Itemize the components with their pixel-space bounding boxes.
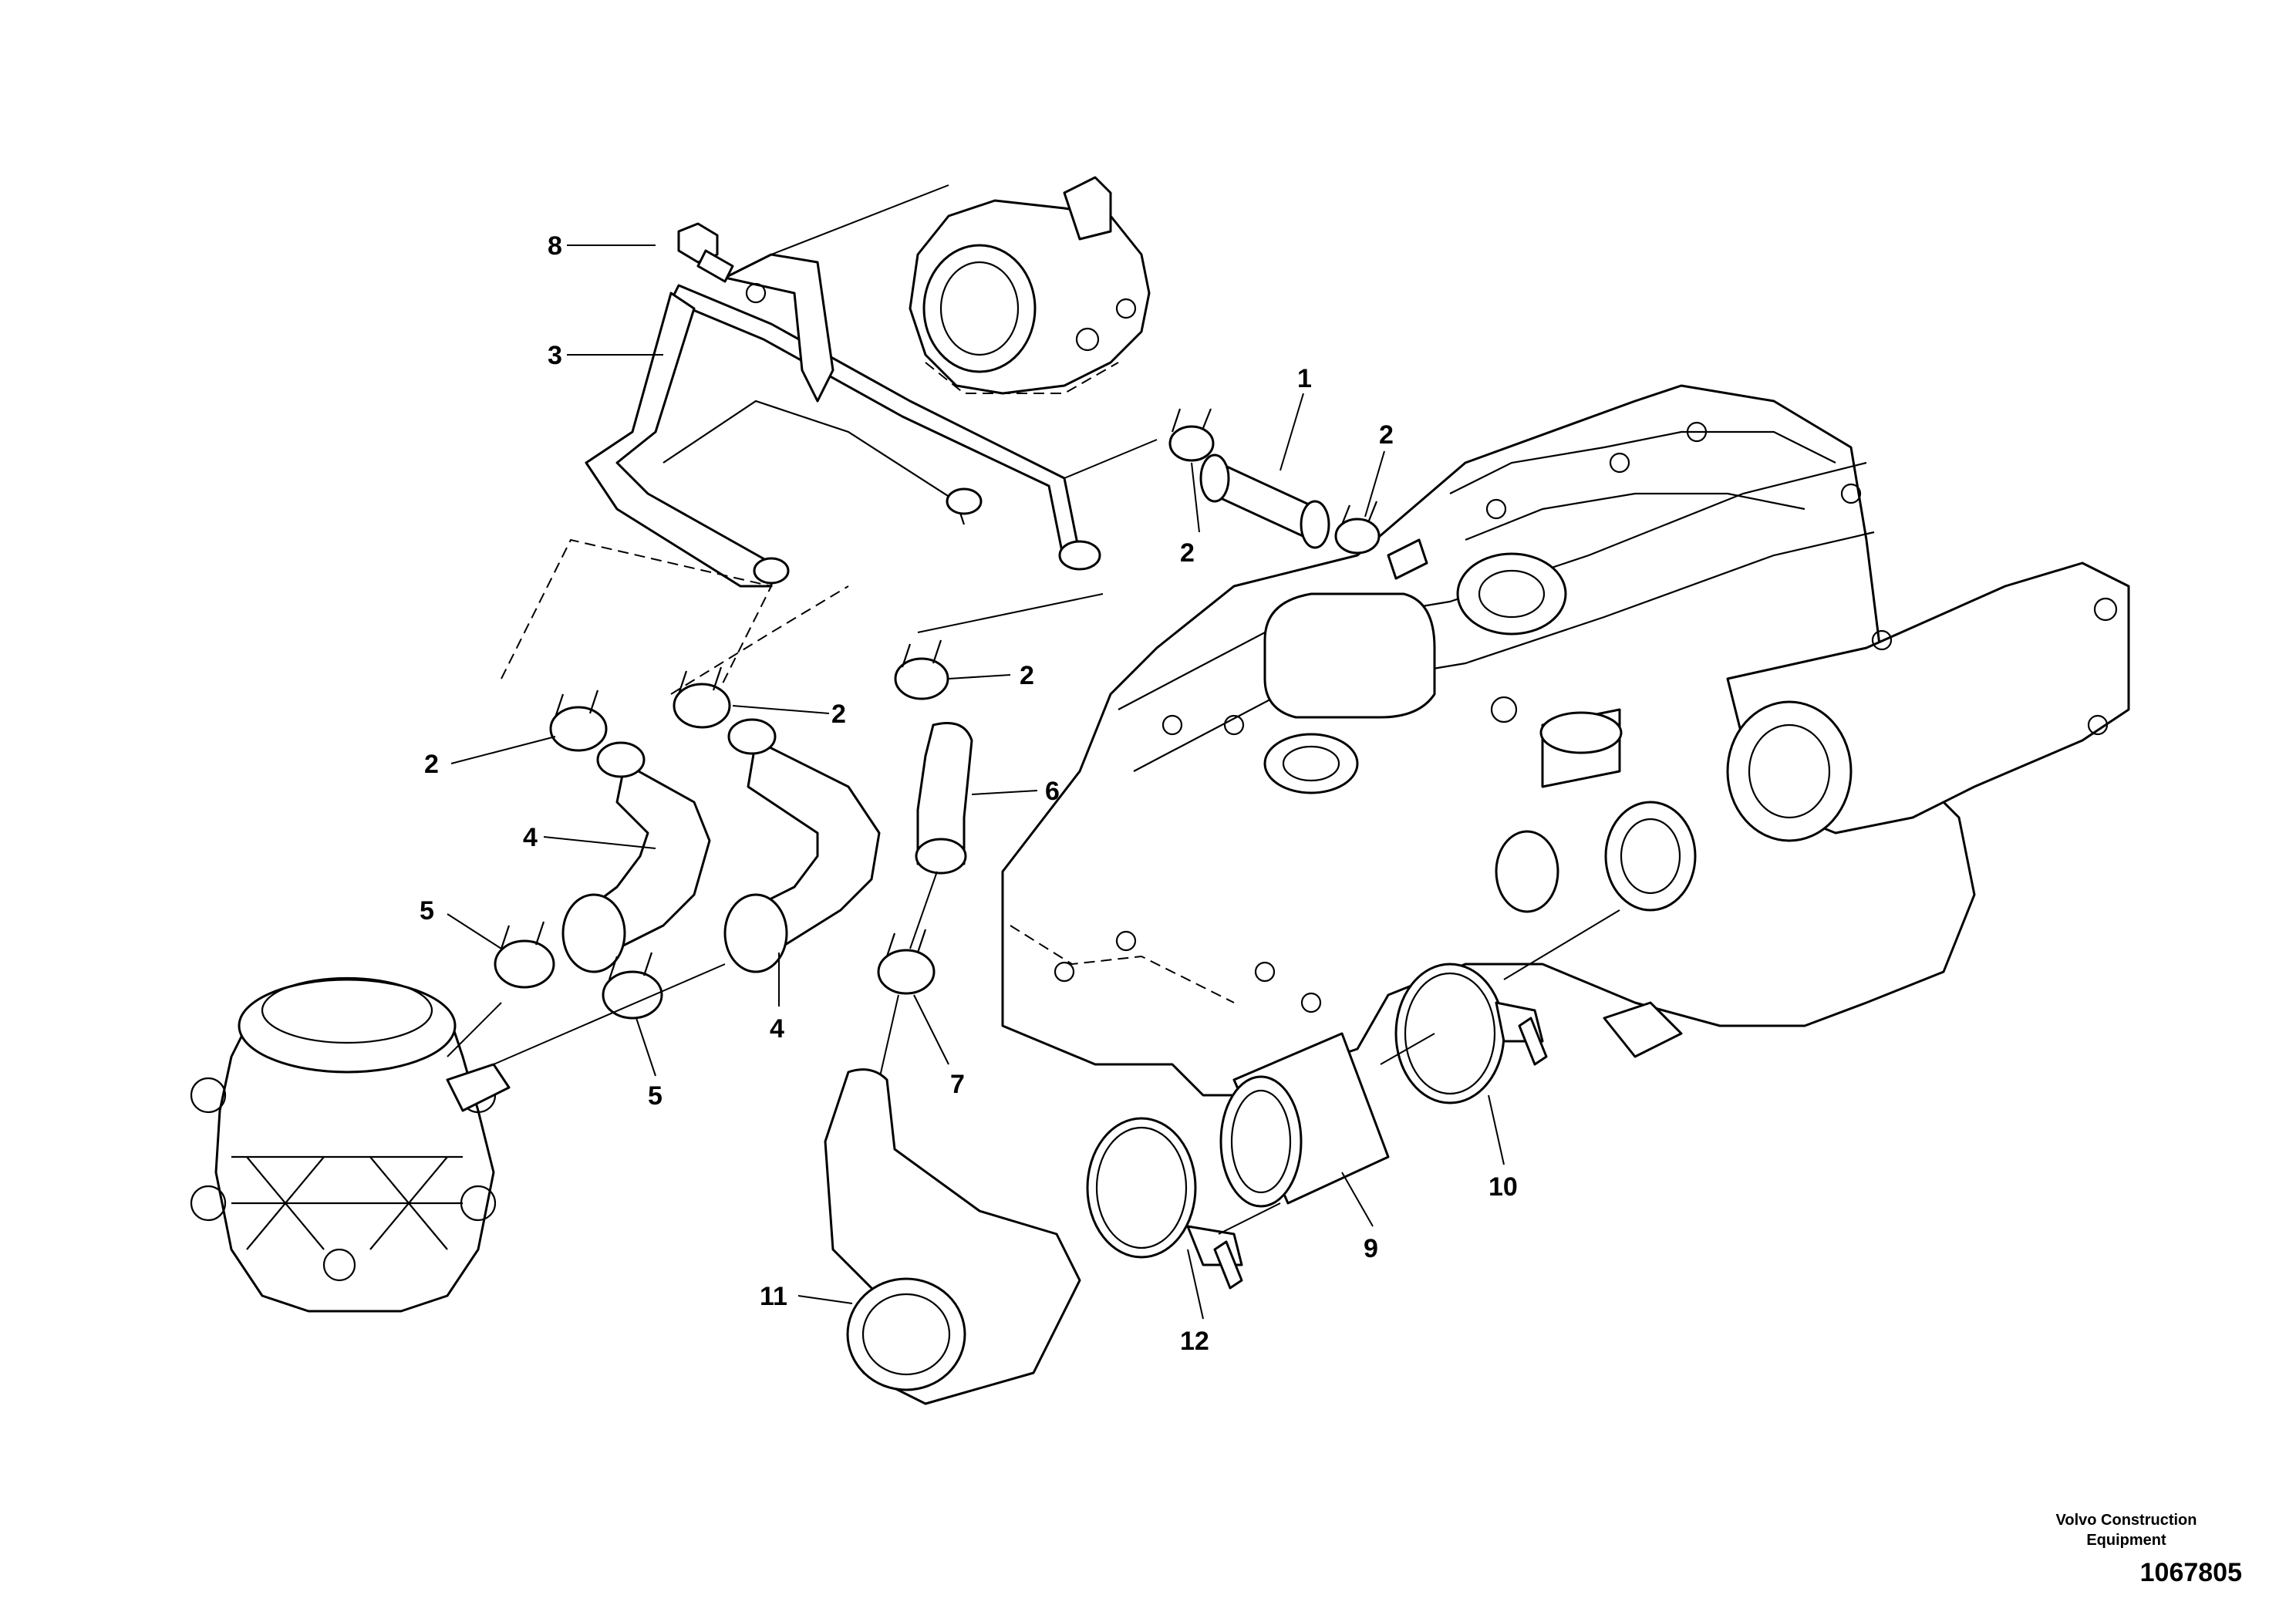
routing-line-hose6-hose11: [878, 871, 938, 1081]
callout-2-top-right: 2: [1379, 420, 1394, 450]
breather-canister: [190, 976, 511, 1313]
manufacturer-credit-line2: Equipment: [2086, 1532, 2166, 1549]
callout-1: 1: [1297, 364, 1312, 393]
leader-lines: [447, 244, 1505, 1320]
hose-6: [915, 593, 1104, 875]
callout-6: 6: [1045, 777, 1060, 806]
manufacturer-credit-line1: Volvo Construction: [2055, 1512, 2197, 1529]
callout-5-left: 5: [420, 896, 434, 926]
clamp-2-right: [1334, 501, 1381, 555]
callout-3: 3: [548, 341, 562, 370]
callout-2-left: 2: [424, 750, 439, 779]
hose-1: [1199, 454, 1428, 580]
clamp-2-left: [549, 690, 608, 752]
clamp-2-upper: [1168, 408, 1215, 462]
callout-7: 7: [950, 1070, 965, 1099]
pipe-3: [585, 184, 1158, 588]
routing-line-canister: [493, 963, 726, 1065]
hose-11: [824, 1068, 1081, 1405]
callout-2-middle: 2: [831, 700, 846, 729]
drawing-number: 1067805: [2139, 1558, 2242, 1587]
callout-2-hose6: 2: [1020, 661, 1034, 690]
routing-line-left: [501, 538, 773, 710]
callout-8: 8: [548, 231, 562, 261]
hose-9: [1218, 1032, 1390, 1235]
hose-4-right: [723, 718, 881, 973]
thermostat-housing: [909, 176, 1151, 395]
callout-10: 10: [1489, 1172, 1518, 1202]
clamp-12: [1086, 1117, 1243, 1290]
engine-block: [1001, 384, 2130, 1097]
bolt-8: [677, 222, 734, 283]
callout-2-under-1: 2: [1180, 538, 1195, 568]
routing-line-mid: [670, 585, 849, 695]
clamp-2-middle: [673, 666, 731, 729]
hose-4-left: [561, 741, 711, 973]
routing-line-canister-2: [447, 1002, 502, 1057]
callout-9: 9: [1364, 1234, 1378, 1263]
clamp-2-hose6: [894, 639, 949, 700]
clamp-5-right: [602, 952, 663, 1020]
callout-11: 11: [760, 1282, 787, 1311]
clamp-7: [877, 929, 936, 995]
clamp-5-left: [494, 921, 555, 989]
clamp-10: [1380, 909, 1620, 1104]
callout-5-right: 5: [648, 1081, 663, 1111]
callout-12: 12: [1180, 1327, 1209, 1356]
callout-4-right: 4: [770, 1014, 784, 1044]
callout-4-left: 4: [523, 823, 538, 852]
